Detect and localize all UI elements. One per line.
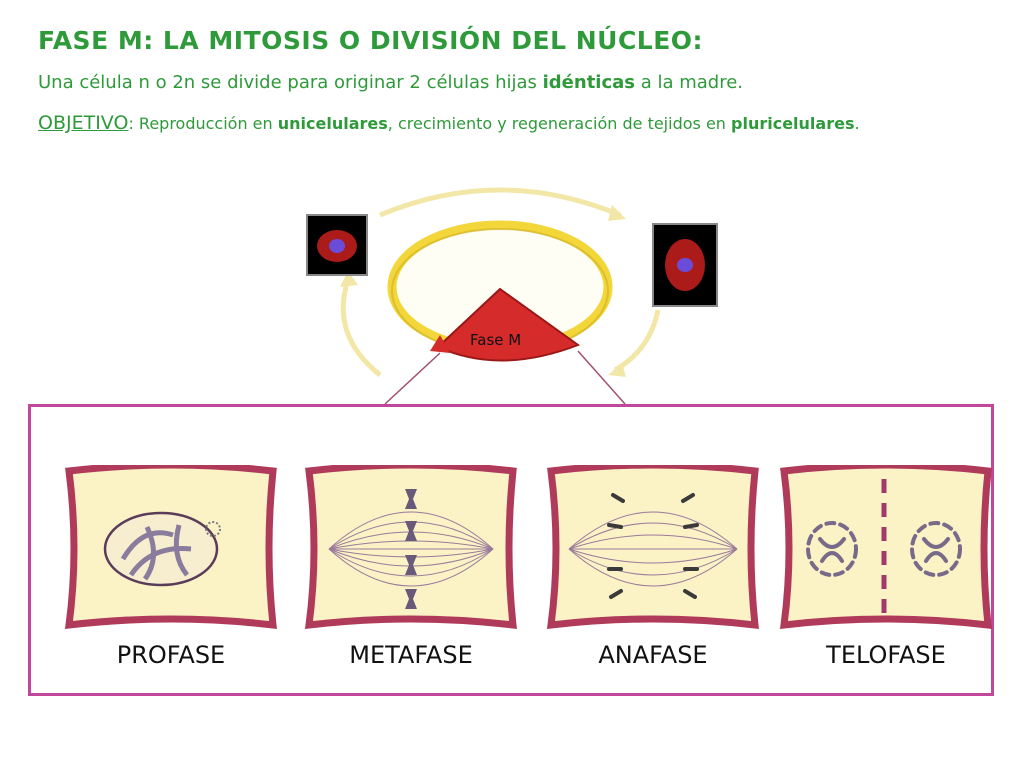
objective-end: . bbox=[854, 114, 860, 133]
cell-cycle-diagram: Fase M bbox=[340, 187, 661, 405]
left-arc-arrow bbox=[340, 279, 382, 377]
profase-cell bbox=[64, 465, 277, 630]
objective-line: OBJETIVO: Reproducción en unicelulares, … bbox=[38, 112, 860, 134]
stage-label-profase: PROFASE bbox=[116, 641, 226, 669]
objective-colon: : Reproducción en bbox=[128, 114, 278, 133]
objective-mid: , crecimiento y regeneración de tejidos … bbox=[387, 114, 732, 133]
anafase-cell bbox=[546, 465, 759, 630]
telofase-cell bbox=[779, 465, 992, 630]
left-arc-arrowhead bbox=[340, 271, 358, 287]
objective-label: OBJETIVO bbox=[38, 112, 129, 134]
objective-bold-1: unicelulares bbox=[277, 114, 388, 133]
pointer-line-left bbox=[384, 352, 441, 405]
pointer-line-right bbox=[577, 350, 626, 405]
cell-micrograph-right-image bbox=[665, 239, 705, 291]
cell-micrograph-right bbox=[652, 223, 718, 307]
fase-m-label: Fase M bbox=[470, 331, 521, 349]
stage-telofase bbox=[776, 465, 996, 633]
stage-label-metafase: METAFASE bbox=[349, 641, 473, 669]
cell-micrograph-left bbox=[306, 214, 368, 276]
stage-label-telofase: TELOFASE bbox=[826, 641, 946, 669]
stage-metafase bbox=[301, 465, 521, 633]
right-arc-arrow bbox=[613, 309, 661, 373]
objective-bold-2: pluricelulares bbox=[731, 114, 855, 133]
mitosis-phases-panel: PROFASE METAFASE bbox=[28, 404, 994, 696]
right-arc-arrowhead bbox=[608, 363, 626, 377]
stage-label-anafase: ANAFASE bbox=[598, 641, 708, 669]
intro-post: a la madre. bbox=[635, 72, 744, 93]
top-arc-arrow bbox=[379, 187, 621, 218]
intro-bold: idénticas bbox=[542, 72, 636, 93]
cell-micrograph-left-image bbox=[317, 230, 357, 262]
wedge-arrowhead bbox=[430, 335, 450, 353]
metafase-cell bbox=[304, 465, 517, 630]
stage-profase bbox=[61, 465, 281, 633]
intro-line: Una célula n o 2n se divide para origina… bbox=[38, 72, 743, 93]
top-arc-arrowhead bbox=[608, 205, 626, 221]
intro-pre: Una célula n o 2n se divide para origina… bbox=[38, 72, 543, 93]
page-title: FASE M: LA MITOSIS O DIVISIÓN DEL NÚCLEO… bbox=[38, 26, 704, 55]
stage-anafase bbox=[543, 465, 763, 633]
